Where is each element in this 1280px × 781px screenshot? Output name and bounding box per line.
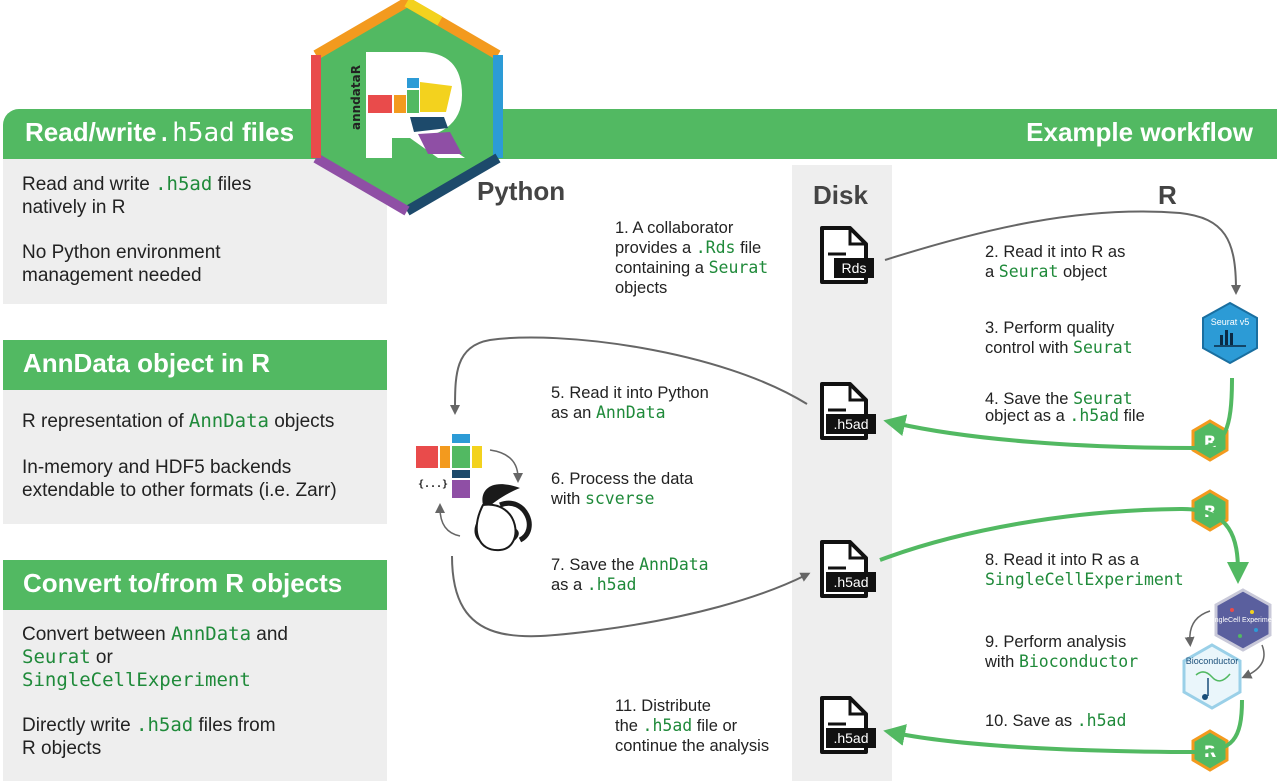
step-11: 11. Distribute the .h5ad file or continu… <box>615 697 770 755</box>
panel1-line3: No Python environment <box>22 242 221 263</box>
step-6: 6. Process the data with scverse <box>551 470 694 508</box>
anndata-icon: {...} <box>416 434 482 498</box>
step-2: 2. Read it into R as a Seurat object <box>985 243 1126 281</box>
panel-convert <box>3 610 387 781</box>
right-title: Example workflow <box>1026 117 1253 147</box>
anndatar-logo: anndataR <box>311 0 503 216</box>
step-4: 4. Save the Seurat object as a .h5ad fil… <box>985 389 1145 425</box>
h5ad-file-label-2: .h5ad <box>833 574 868 590</box>
panel-anndata <box>3 390 387 524</box>
panel2-line2: In-memory and HDF5 backends <box>22 457 292 478</box>
rds-file-label: Rds <box>842 260 867 276</box>
step-1: 1. A collaborator provides a .Rds file c… <box>615 219 769 297</box>
bioc-icon-label: Bioconductor <box>1186 656 1239 666</box>
step-8: 8. Read it into R as a SingleCellExperim… <box>985 551 1184 589</box>
singlecellexperiment-icon: SingleCell Experiment <box>1209 588 1278 652</box>
sce-icon-label: SingleCell Experiment <box>1209 617 1278 624</box>
anndata-braces: {...} <box>418 479 448 490</box>
h5ad-file-icon-1: .h5ad <box>820 382 876 440</box>
panel3-line2: Seurat or <box>22 646 113 668</box>
panel2-line3: extendable to other formats (i.e. Zarr) <box>22 480 337 501</box>
panel3-line1: Convert between AnnData and <box>22 623 288 645</box>
left-title: Read/write.h5ad files <box>25 117 295 148</box>
step-9: 9. Perform analysis with Bioconductor <box>985 633 1139 671</box>
panel3-line5: R objects <box>22 738 102 759</box>
panel-read-write <box>3 159 387 304</box>
panel1-line2: natively in R <box>22 197 126 218</box>
panel3-title: Convert to/from R objects <box>3 560 387 610</box>
panel3-line4: Directly write .h5ad files from <box>22 714 276 736</box>
r-column-header: R <box>1158 180 1177 210</box>
step-10: 10. Save as .h5ad <box>985 711 1127 730</box>
python-column-header: Python <box>477 176 566 206</box>
panel3-line3: SingleCellExperiment <box>22 669 251 691</box>
panel1-line4: management needed <box>22 265 202 286</box>
seurat-icon: Seurat v5 <box>1202 301 1258 365</box>
logo-name: anndataR <box>349 65 363 130</box>
panel2-line1: R representation of AnnData objects <box>22 410 335 432</box>
seurat-icon-label: Seurat v5 <box>1211 317 1250 327</box>
anndatar-mini-icon-1: R <box>1191 419 1229 462</box>
step-3: 3. Perform quality control with Seurat <box>985 319 1133 357</box>
panel1-line1: Read and write .h5ad files <box>22 173 252 195</box>
rds-file-icon: Rds <box>820 226 874 284</box>
disk-column-header: Disk <box>813 180 868 210</box>
step-5: 5. Read it into Python as an AnnData <box>551 384 709 422</box>
panel2-title: AnnData object in R <box>3 340 387 390</box>
bioconductor-icon: Bioconductor <box>1182 643 1242 710</box>
header-bar: Read/write.h5ad files Example workflow <box>3 109 1277 159</box>
h5ad-file-label-3: .h5ad <box>833 730 868 746</box>
h5ad-file-label-1: .h5ad <box>833 416 868 432</box>
h5ad-file-icon-2: .h5ad <box>820 540 876 598</box>
step-7: 7. Save the AnnData as a .h5ad <box>551 555 709 594</box>
scverse-icon <box>474 484 532 552</box>
h5ad-file-icon-3: .h5ad <box>820 696 876 754</box>
